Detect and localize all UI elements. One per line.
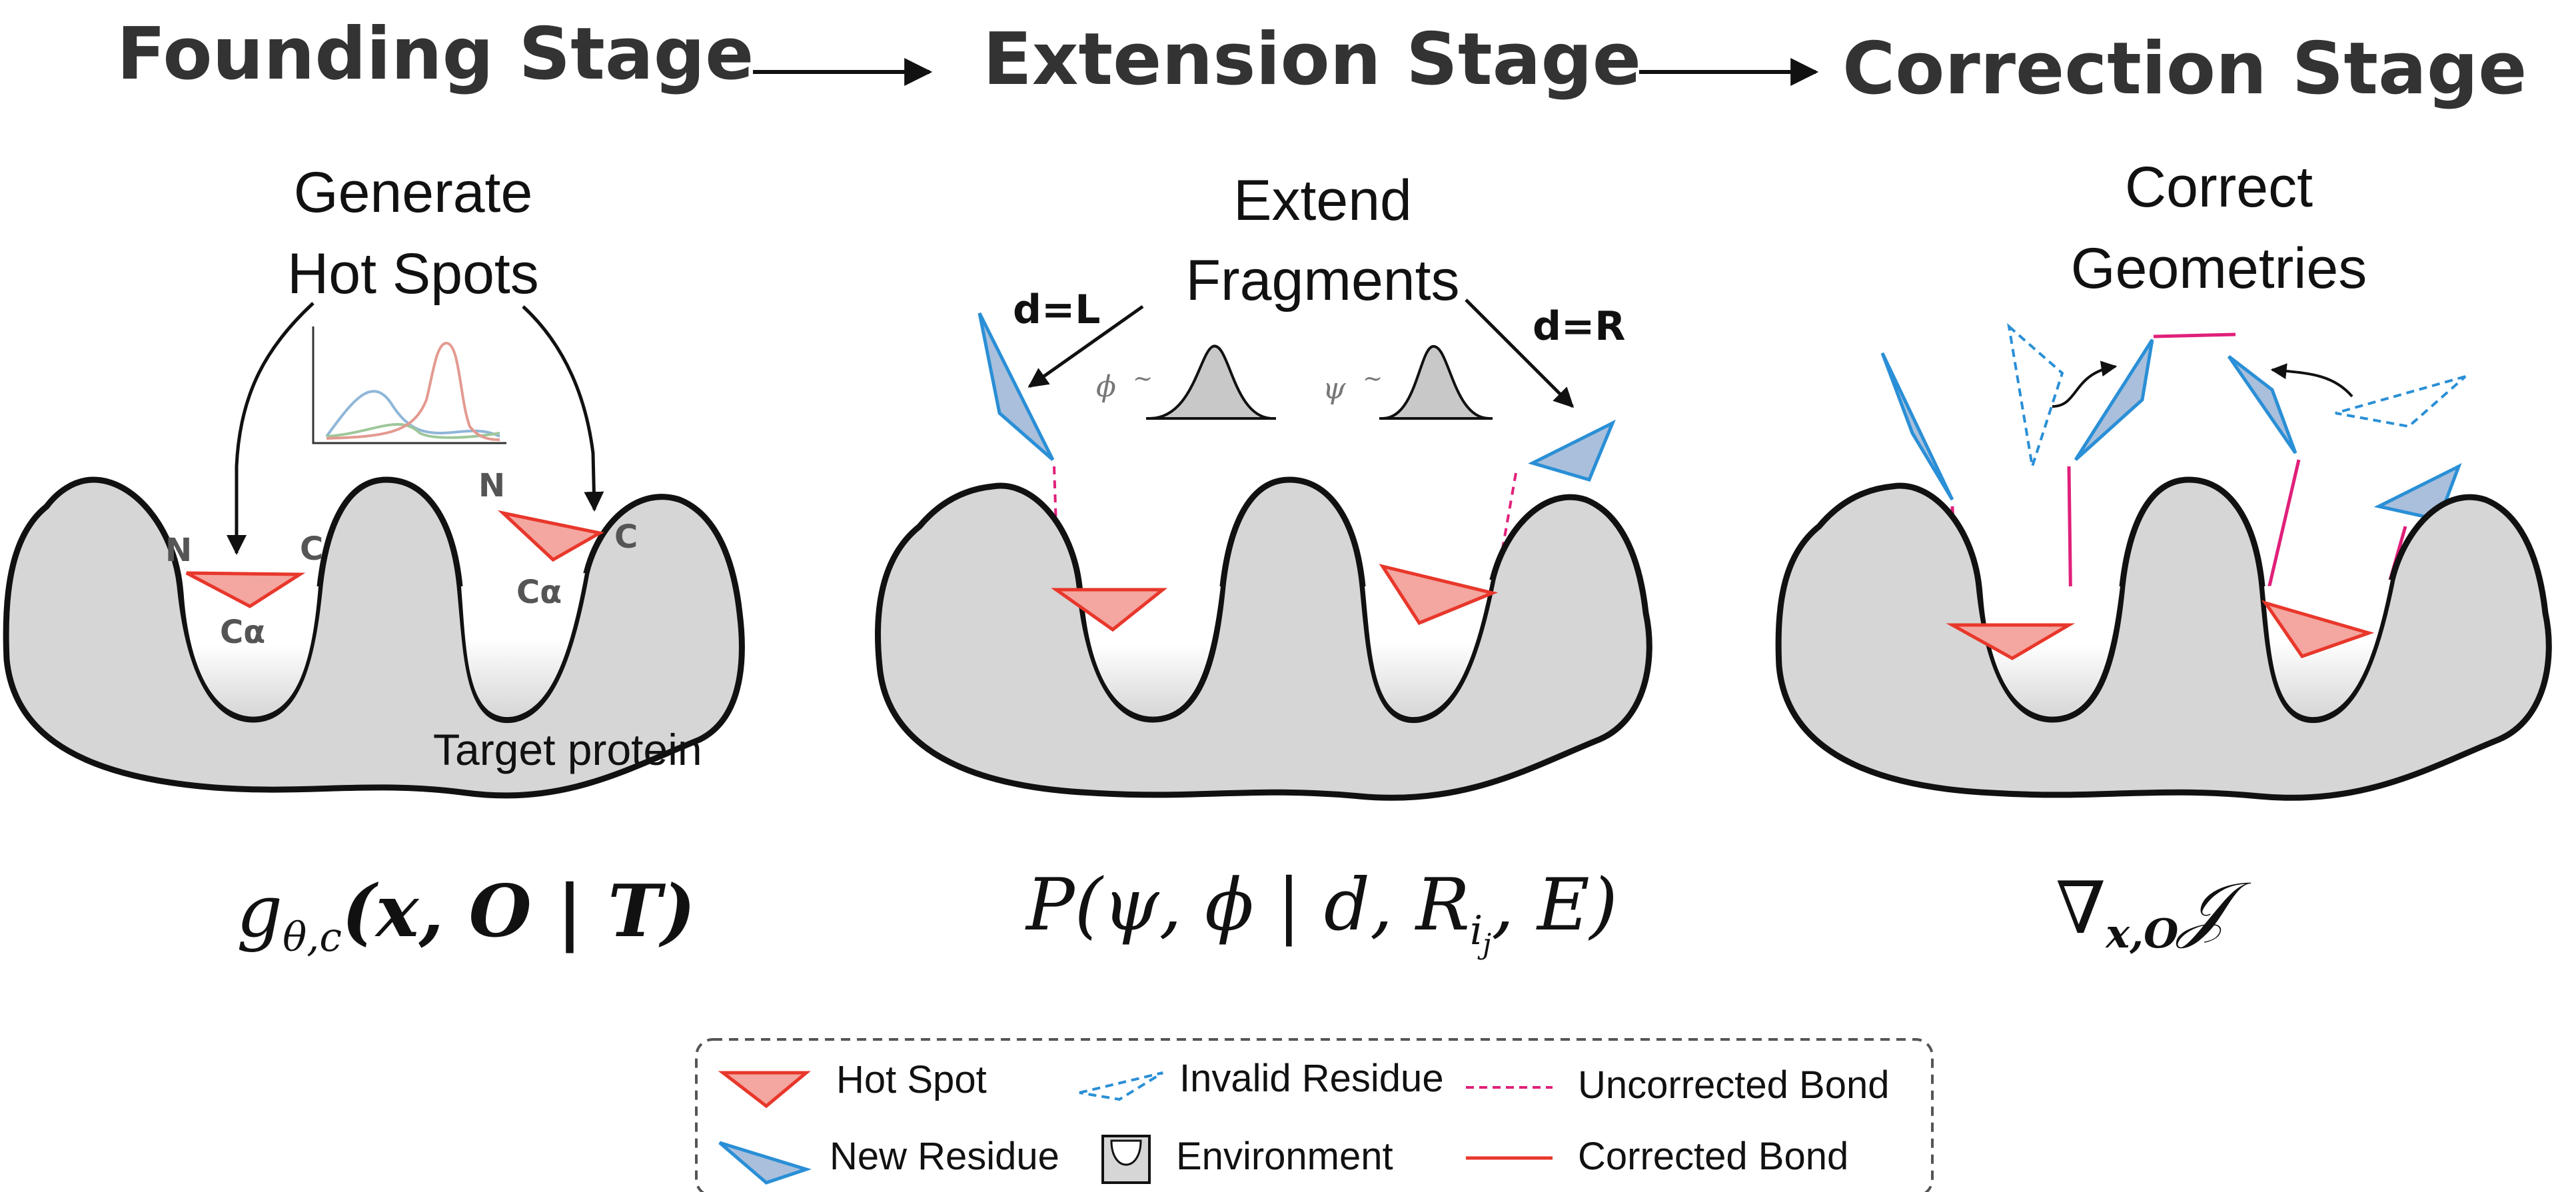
founding-formula: gθ,c(x, O | T) [237, 870, 696, 961]
invalid-residue-1 [2007, 322, 2064, 467]
extension-stage-title: Extension Stage [983, 18, 1641, 101]
legend-invalid-residue-icon [1079, 1071, 1164, 1101]
legend-invalid-residue-label: Invalid Residue [1179, 1057, 1444, 1100]
target-protein-label: Target protein [433, 725, 702, 774]
pocket-shading-4 [1365, 580, 1491, 717]
hotspot-arrow-left [227, 302, 315, 555]
atom-ca-label-2: Cα [516, 574, 562, 611]
new-residue-c1 [1880, 352, 1954, 501]
generate-caption-line2: Hot Spots [287, 242, 539, 306]
new-residue-c3 [2227, 355, 2297, 454]
new-residue-left [977, 312, 1055, 461]
hot-spot-residue-2 [497, 510, 604, 562]
correction-arrow-right [2270, 363, 2353, 398]
legend-environment-label: Environment [1176, 1135, 1393, 1178]
psi-tilde: ~ [1363, 365, 1383, 392]
hot-spot-residue-4 [1379, 564, 1499, 626]
correction-stage-title: Correction Stage [1842, 27, 2527, 111]
extension-formula: P(ψ, ϕ | d, Rij, E) [1025, 864, 1618, 960]
legend-new-residue-label: New Residue [830, 1135, 1059, 1178]
legend-new-residue-icon [718, 1141, 812, 1185]
psi-distribution-curve [1382, 345, 1490, 420]
extend-caption-line1: Extend [1233, 169, 1412, 233]
legend-hot-spot-icon [718, 1071, 811, 1109]
hot-spot-residue-1 [185, 571, 306, 608]
atom-n-label-1: N [165, 532, 192, 569]
direction-arrow-right [1465, 298, 1575, 408]
founding-panel: Generate Hot Spots N C Cα N C Cα Target … [3, 161, 745, 799]
founding-stage-title: Founding Stage [117, 13, 754, 96]
hotspot-arrow-right [522, 305, 604, 512]
target-protein-environment [3, 476, 745, 799]
atom-c-label-2: C [614, 518, 638, 556]
invalid-residue-2 [2335, 375, 2467, 428]
legend-corrected-bond-label: Corrected Bond [1578, 1135, 1848, 1178]
density-plot-thumbnail [312, 326, 506, 444]
phi-distribution-curve [1149, 344, 1273, 420]
pocket-shading-2 [461, 573, 585, 717]
legend-hot-spot-label: Hot Spot [836, 1058, 987, 1101]
direction-arrow-left [1027, 304, 1144, 388]
direction-label-right: d=R [1533, 303, 1625, 350]
hot-spot-residue-3 [1051, 588, 1168, 632]
hot-spot-residue-5 [1946, 623, 2076, 660]
uncorrected-bond-right [1495, 472, 1517, 587]
extension-panel: Extend Fragments d=L d=R ϕ ~ ψ ~ [875, 169, 1652, 801]
corrected-bond-4 [2263, 459, 2301, 604]
target-protein-environment-3 [1775, 476, 2552, 801]
legend: Hot Spot Invalid Residue Uncorrected Bon… [695, 1038, 1934, 1192]
correct-caption-line1: Correct [2125, 155, 2313, 219]
correct-caption-line2: Geometries [2071, 237, 2367, 300]
phi-symbol: ϕ [1096, 370, 1116, 404]
generate-caption-line1: Generate [294, 161, 533, 225]
correction-arrow-left [2052, 360, 2118, 408]
legend-environment-icon [1101, 1135, 1151, 1184]
correction-panel: Correct Geometries [1775, 155, 2552, 801]
pocket-shading-1 [183, 586, 319, 716]
new-residue-right [1528, 419, 1616, 482]
extend-caption-line2: Fragments [1185, 249, 1459, 312]
correction-formula: ∇x,O𝒥 [2056, 867, 2251, 957]
atom-n-label-2: N [478, 467, 505, 504]
corrected-bond-3 [2153, 332, 2236, 338]
target-protein-environment-2 [875, 476, 1652, 801]
new-residue-c2 [2074, 338, 2154, 461]
direction-label-left: d=L [1013, 287, 1100, 333]
atom-ca-label-1: Cα [220, 614, 265, 651]
atom-c-label-1: C [300, 530, 323, 568]
hot-spot-residue-6 [2261, 600, 2375, 658]
psi-symbol: ψ [1323, 372, 1346, 406]
phi-tilde: ~ [1133, 365, 1153, 392]
legend-uncorrected-bond-label: Uncorrected Bond [1578, 1063, 1889, 1107]
pocket-shading-5 [1982, 586, 2120, 716]
